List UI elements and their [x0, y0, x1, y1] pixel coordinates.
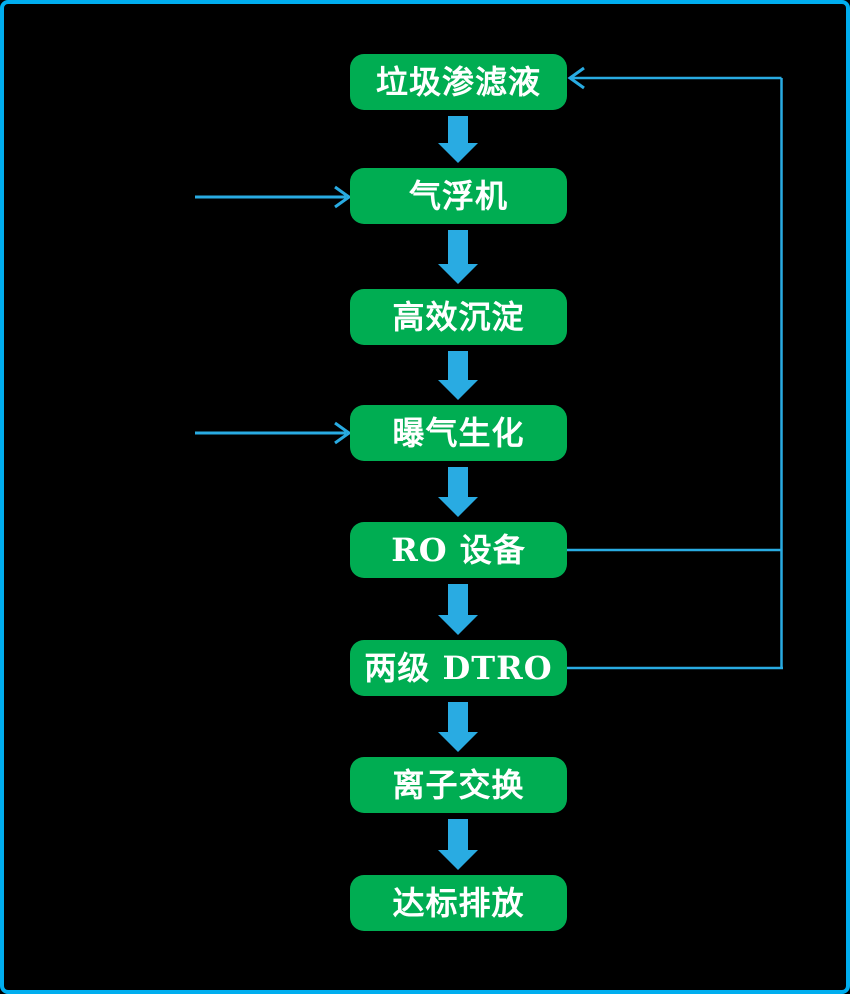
inlet-arrow-aeration [195, 421, 352, 445]
flow-step-label: 垃圾渗滤液 [375, 63, 541, 101]
flow-step-label: RO 设备 [391, 531, 526, 569]
down-arrow-icon-4 [438, 467, 478, 517]
down-arrow-icon-7 [438, 819, 478, 870]
right-arrowhead-icon [334, 421, 352, 445]
flow-step-label: 达标排放 [392, 884, 525, 922]
flow-step-air-flotation: 气浮机 [350, 168, 567, 224]
flow-step-label: 离子交换 [392, 766, 525, 804]
flow-step-label: 曝气生化 [392, 414, 525, 452]
flow-step-dtro: 两级 DTRO [350, 640, 567, 696]
flow-step-label: 两级 DTRO [364, 649, 553, 687]
flow-step-label: 气浮机 [408, 177, 508, 215]
down-arrow-icon-2 [438, 230, 478, 284]
down-arrow-icon-6 [438, 702, 478, 752]
flow-step-leachate: 垃圾渗滤液 [350, 54, 567, 110]
left-arrowhead-icon [567, 66, 585, 90]
flow-step-aeration-bio: 曝气生化 [350, 405, 567, 461]
flow-step-ion-exchange: 离子交换 [350, 757, 567, 813]
down-arrow-icon-3 [438, 351, 478, 400]
flow-step-ro-equipment: RO 设备 [350, 522, 567, 578]
inlet-arrow-air-flotation [195, 185, 352, 209]
right-arrowhead-icon [334, 185, 352, 209]
down-arrow-icon-1 [438, 116, 478, 163]
flow-step-sedimentation: 高效沉淀 [350, 289, 567, 345]
down-arrow-icon-5 [438, 584, 478, 635]
flow-step-label: 高效沉淀 [392, 298, 525, 336]
flow-step-discharge: 达标排放 [350, 875, 567, 931]
recycle-loop [567, 66, 783, 670]
